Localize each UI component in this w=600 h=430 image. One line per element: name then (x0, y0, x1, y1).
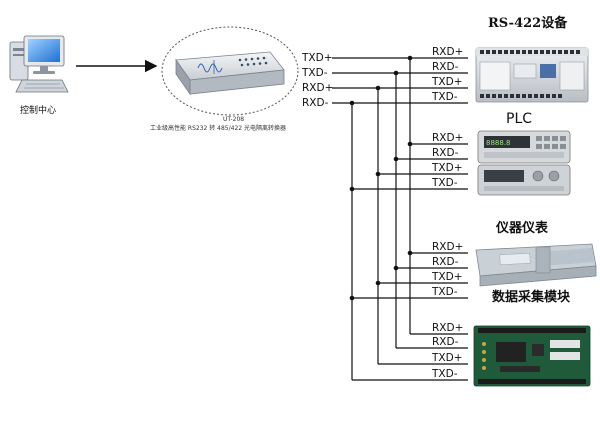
converter-output-labels: TXD+ TXD- RXD+ RXD- (301, 52, 333, 109)
device-signal-label: RXD+ (432, 46, 463, 58)
control-center-label: 控制中心 (20, 104, 56, 116)
converter-caption: 工业级高性能 RS232 转 485/422 光电隔离转换器 (150, 124, 286, 132)
converter-icon (175, 51, 285, 96)
device-signal-label: RXD+ (432, 322, 463, 334)
bus-junctions (349, 55, 413, 301)
device-signal-label: RXD+ (432, 132, 463, 144)
device-signal-label: TXD- (431, 286, 458, 298)
plc-multimeter-icon: 8888.8 (477, 130, 571, 196)
device-signal-label: TXD+ (431, 76, 463, 88)
output-signal-label: TXD- (301, 67, 328, 79)
device-signal-label: RXD- (432, 147, 459, 159)
bus-wiring (332, 57, 468, 381)
device-signal-label: TXD- (431, 177, 458, 189)
svg-text:8888.8: 8888.8 (486, 139, 511, 147)
device-signal-label: RXD+ (432, 241, 463, 253)
device-title-daq: 数据采集模块 (492, 289, 571, 305)
device-signal-label: TXD- (431, 368, 458, 380)
device-signal-label: RXD- (432, 336, 459, 348)
output-signal-label: RXD- (302, 97, 329, 109)
device-signal-label: TXD+ (431, 352, 463, 364)
device-title-plc: PLC (506, 111, 532, 127)
device-signal-label: RXD- (432, 256, 459, 268)
data-acquisition-board-icon (473, 325, 591, 387)
converter-model: UT-208 (223, 116, 244, 123)
device-signal-label: TXD+ (431, 271, 463, 283)
rs422-device-icon (475, 47, 589, 103)
computer-icon (9, 35, 69, 93)
instrument-meter-icon (475, 243, 597, 287)
output-signal-label: RXD+ (302, 82, 333, 94)
converter-outline (161, 26, 299, 116)
device-signal-label: TXD+ (431, 162, 463, 174)
device-title-rs422: RS-422设备 (488, 15, 568, 31)
device-signal-label: RXD- (432, 61, 459, 73)
device-title-instrument: 仪器仪表 (495, 220, 549, 236)
device-signal-labels: RXD+ RXD- TXD+ TXD- RXD+ RXD- TXD+ TXD- … (431, 46, 463, 380)
device-signal-label: TXD- (431, 91, 458, 103)
output-signal-label: TXD+ (301, 52, 333, 64)
